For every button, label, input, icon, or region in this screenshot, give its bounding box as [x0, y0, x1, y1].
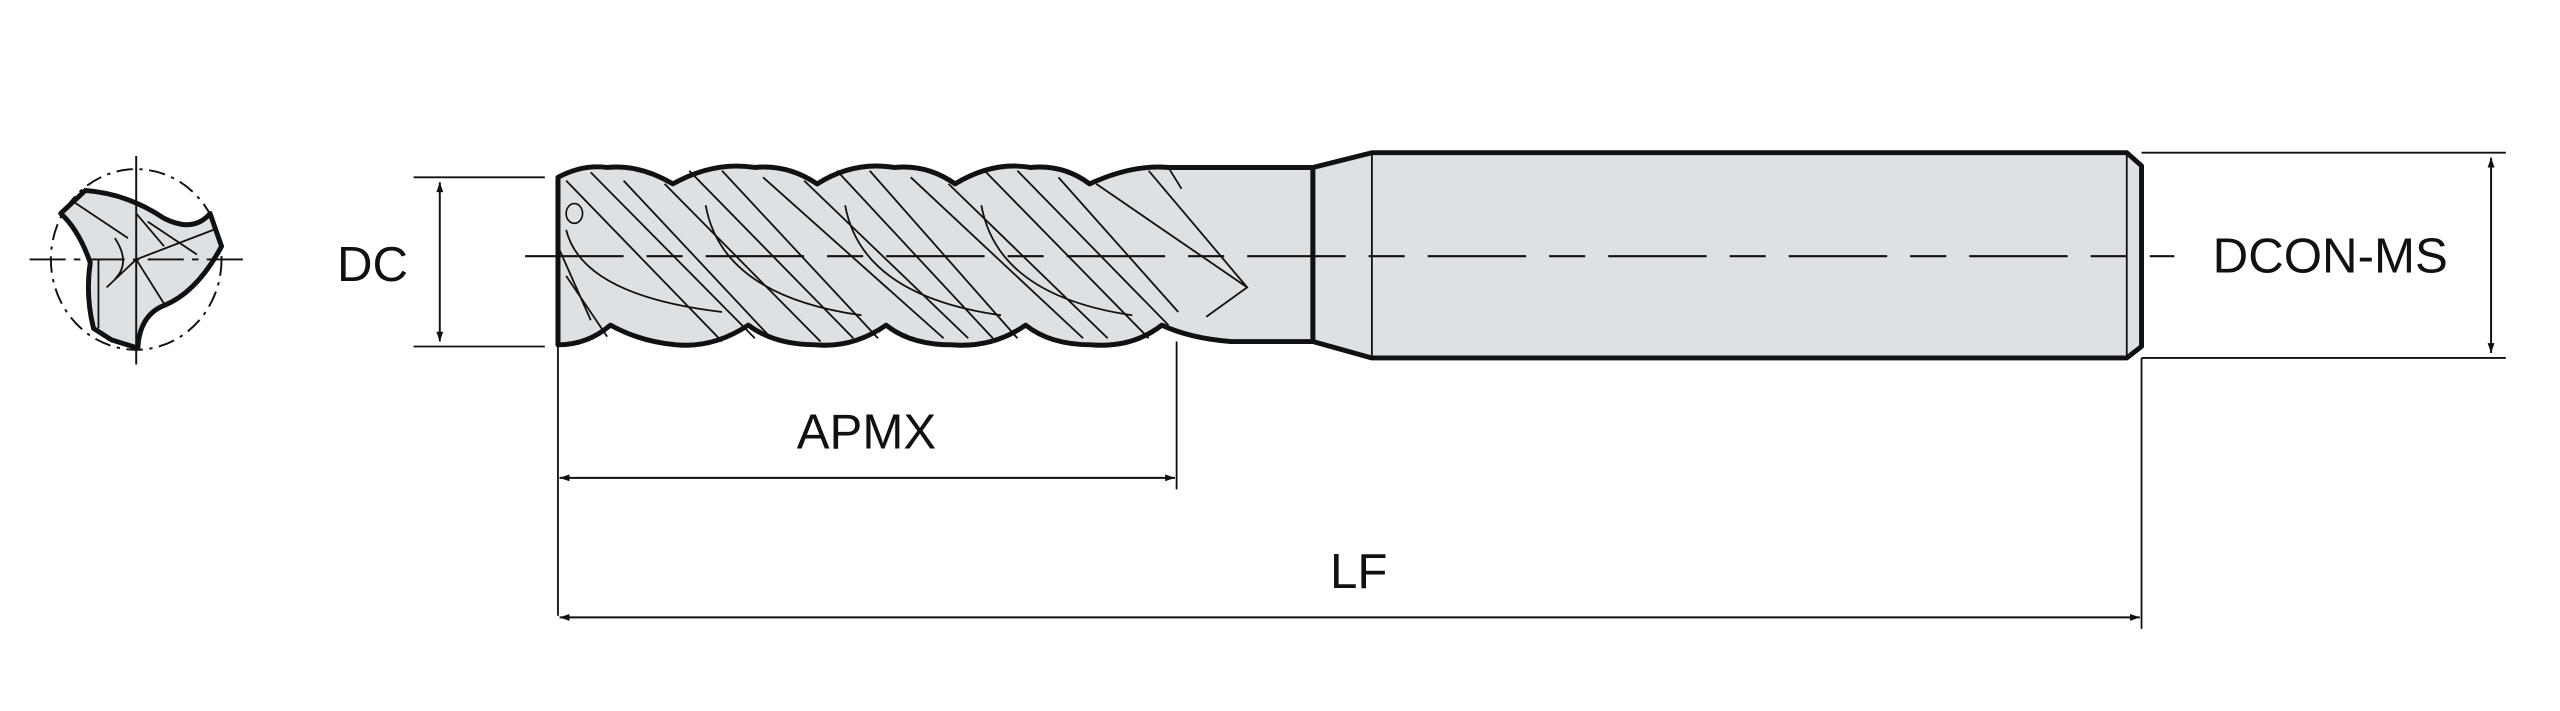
shank: [1310, 150, 2144, 361]
dcon-dimension: DCON-MS: [2141, 151, 2506, 359]
dc-label: DC: [337, 237, 408, 292]
apmx-label: APMX: [797, 404, 936, 459]
end-view-profile: [58, 188, 224, 351]
tool-body: [525, 150, 2175, 361]
apmx-dimension: APMX: [557, 341, 1178, 616]
helix-lines: [557, 167, 1249, 343]
lf-dimension: LF: [559, 357, 2143, 629]
lf-label: LF: [1330, 544, 1387, 599]
dc-dimension: DC: [337, 176, 545, 348]
dcon-label: DCON-MS: [2213, 229, 2448, 284]
end-view-edges: [73, 201, 214, 329]
tip-relief: [565, 202, 584, 225]
end-view: [29, 155, 243, 365]
